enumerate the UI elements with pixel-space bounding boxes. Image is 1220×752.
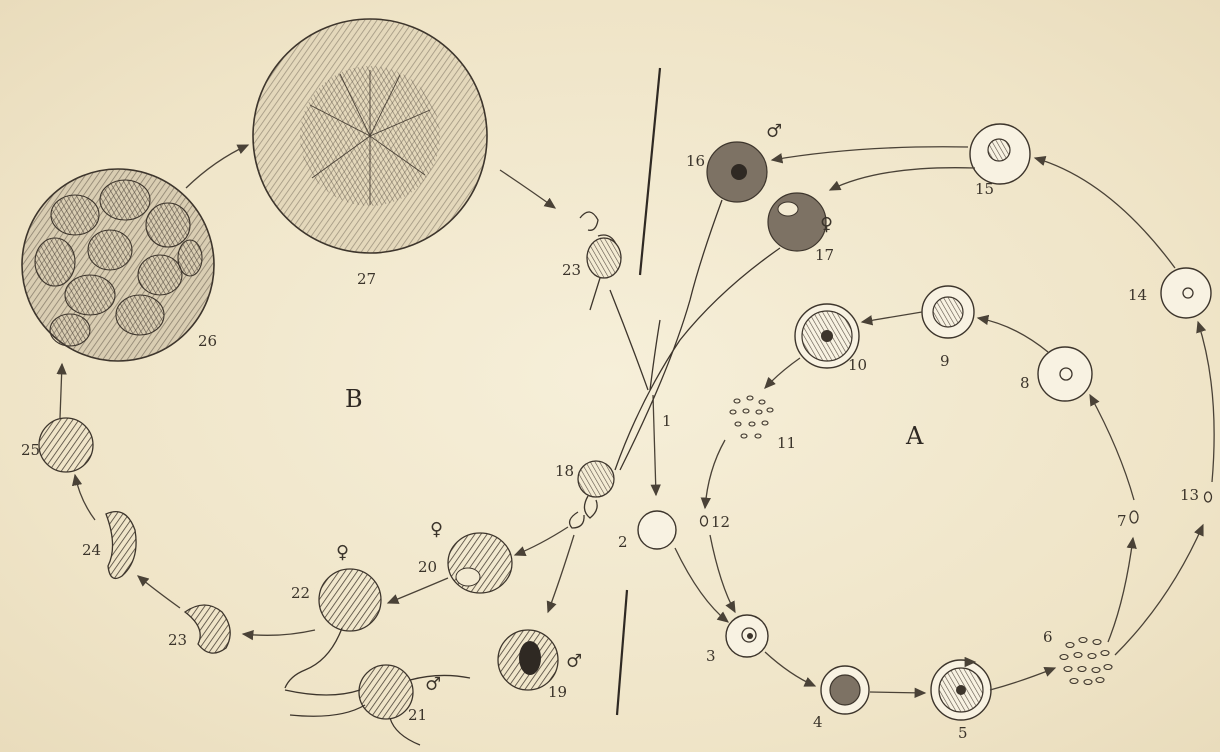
cycle-b-label: B xyxy=(345,385,363,413)
label-11: 11 xyxy=(777,434,796,452)
label-12: 12 xyxy=(711,513,730,531)
cell-15 xyxy=(970,124,1030,184)
label-25: 25 xyxy=(21,441,40,459)
label-10: 10 xyxy=(848,356,867,374)
label-16: 16 xyxy=(686,152,705,170)
label-6: 6 xyxy=(1043,628,1053,646)
label-26: 26 xyxy=(198,332,217,350)
label-23-b: 23 xyxy=(168,631,187,649)
arrow-3-to-4 xyxy=(765,652,815,686)
label-21: 21 xyxy=(408,706,427,724)
arrow-18-to-20 xyxy=(515,527,568,555)
cycle-a-label: A xyxy=(905,422,924,450)
cell-12 xyxy=(701,516,708,526)
separator-bottom xyxy=(617,590,627,715)
arrow-27-to-28 xyxy=(500,170,555,208)
arrow-7-to-8 xyxy=(1090,395,1134,500)
male-symbol-21: ♂ xyxy=(425,674,441,695)
arrow-1-to-2 xyxy=(653,395,656,495)
label-1: 1 xyxy=(662,412,672,430)
arrow-9-to-10 xyxy=(862,312,922,322)
cell-2 xyxy=(638,511,676,549)
cell-4 xyxy=(821,666,869,714)
cell-3 xyxy=(726,615,768,657)
arrow-24-to-25 xyxy=(75,475,95,520)
label-18: 18 xyxy=(555,462,574,480)
label-24: 24 xyxy=(82,541,101,559)
cell-18-mosquito-gut xyxy=(570,461,614,528)
label-3: 3 xyxy=(706,647,716,665)
arrow-10-to-11 xyxy=(765,358,800,388)
arrow-13-to-14 xyxy=(1198,322,1214,482)
cell-28-sporozoite-host xyxy=(580,212,621,310)
arrow-20-to-22 xyxy=(388,578,448,603)
label-22: 22 xyxy=(291,584,310,602)
cell-5 xyxy=(931,660,991,720)
cell-13 xyxy=(1205,492,1212,502)
label-4: 4 xyxy=(813,713,823,731)
cell-14 xyxy=(1161,268,1211,318)
label-13: 13 xyxy=(1180,486,1199,504)
arrow-2-to-3 xyxy=(675,548,728,622)
cell-9 xyxy=(922,286,974,338)
arrow-22-to-23 xyxy=(243,630,315,635)
label-5: 5 xyxy=(958,724,968,742)
label-15: 15 xyxy=(975,180,994,198)
label-9: 9 xyxy=(940,352,950,370)
cell-17-female xyxy=(768,193,826,251)
arrow-4-to-5 xyxy=(870,692,925,693)
label-8: 8 xyxy=(1020,374,1030,392)
cell-20-female xyxy=(448,533,512,593)
stem-23b-to-1 xyxy=(650,320,660,390)
label-27: 27 xyxy=(357,270,376,288)
arrow-14-to-15 xyxy=(1035,158,1175,268)
label-14: 14 xyxy=(1128,286,1147,304)
arrow-18-to-19 xyxy=(548,535,574,612)
cell-6-merozoites xyxy=(1060,638,1112,685)
cell-19-male xyxy=(498,630,558,690)
label-17: 17 xyxy=(815,246,834,264)
label-20: 20 xyxy=(418,558,437,576)
cell-7 xyxy=(1130,511,1138,523)
male-symbol-16: ♂ xyxy=(766,121,782,142)
label-23-top: 23 xyxy=(562,261,581,279)
arrow-25-to-26 xyxy=(60,364,62,418)
cycle-a: A xyxy=(610,124,1214,720)
cell-16-male xyxy=(707,142,767,202)
female-symbol-20: ♀ xyxy=(430,519,443,540)
female-symbol-22: ♀ xyxy=(336,542,349,563)
arrow-12-to-3 xyxy=(710,535,735,612)
cell-25 xyxy=(39,418,93,472)
male-symbol-19: ♂ xyxy=(566,651,582,672)
cycle-b: B xyxy=(22,19,621,745)
female-symbol-17: ♀ xyxy=(820,214,833,235)
arrow-15-to-16 xyxy=(772,147,968,160)
arrow-15-to-17 xyxy=(830,168,975,190)
label-2: 2 xyxy=(618,533,628,551)
arrow-6-to-7 xyxy=(1108,538,1133,642)
cell-8 xyxy=(1038,347,1092,401)
arrow-8-to-9 xyxy=(978,318,1048,352)
arrow-26-to-27 xyxy=(186,145,248,188)
cell-21-exflagellation xyxy=(285,665,470,745)
arrow-5-to-6 xyxy=(990,668,1055,690)
arrow-23-to-24 xyxy=(138,576,180,608)
cell-11-merozoites xyxy=(730,396,773,438)
stem-23-to-1 xyxy=(610,290,648,390)
cell-24-ookinete xyxy=(106,512,136,579)
cell-26-cyst xyxy=(22,169,214,361)
cell-23-ookinete xyxy=(185,605,230,653)
separator-top xyxy=(640,68,660,275)
arrow-6-to-13 xyxy=(1115,525,1203,655)
label-19: 19 xyxy=(548,683,567,701)
label-7: 7 xyxy=(1117,512,1127,530)
cell-27-cyst xyxy=(253,19,487,253)
arrow-11-to-12 xyxy=(705,440,725,508)
